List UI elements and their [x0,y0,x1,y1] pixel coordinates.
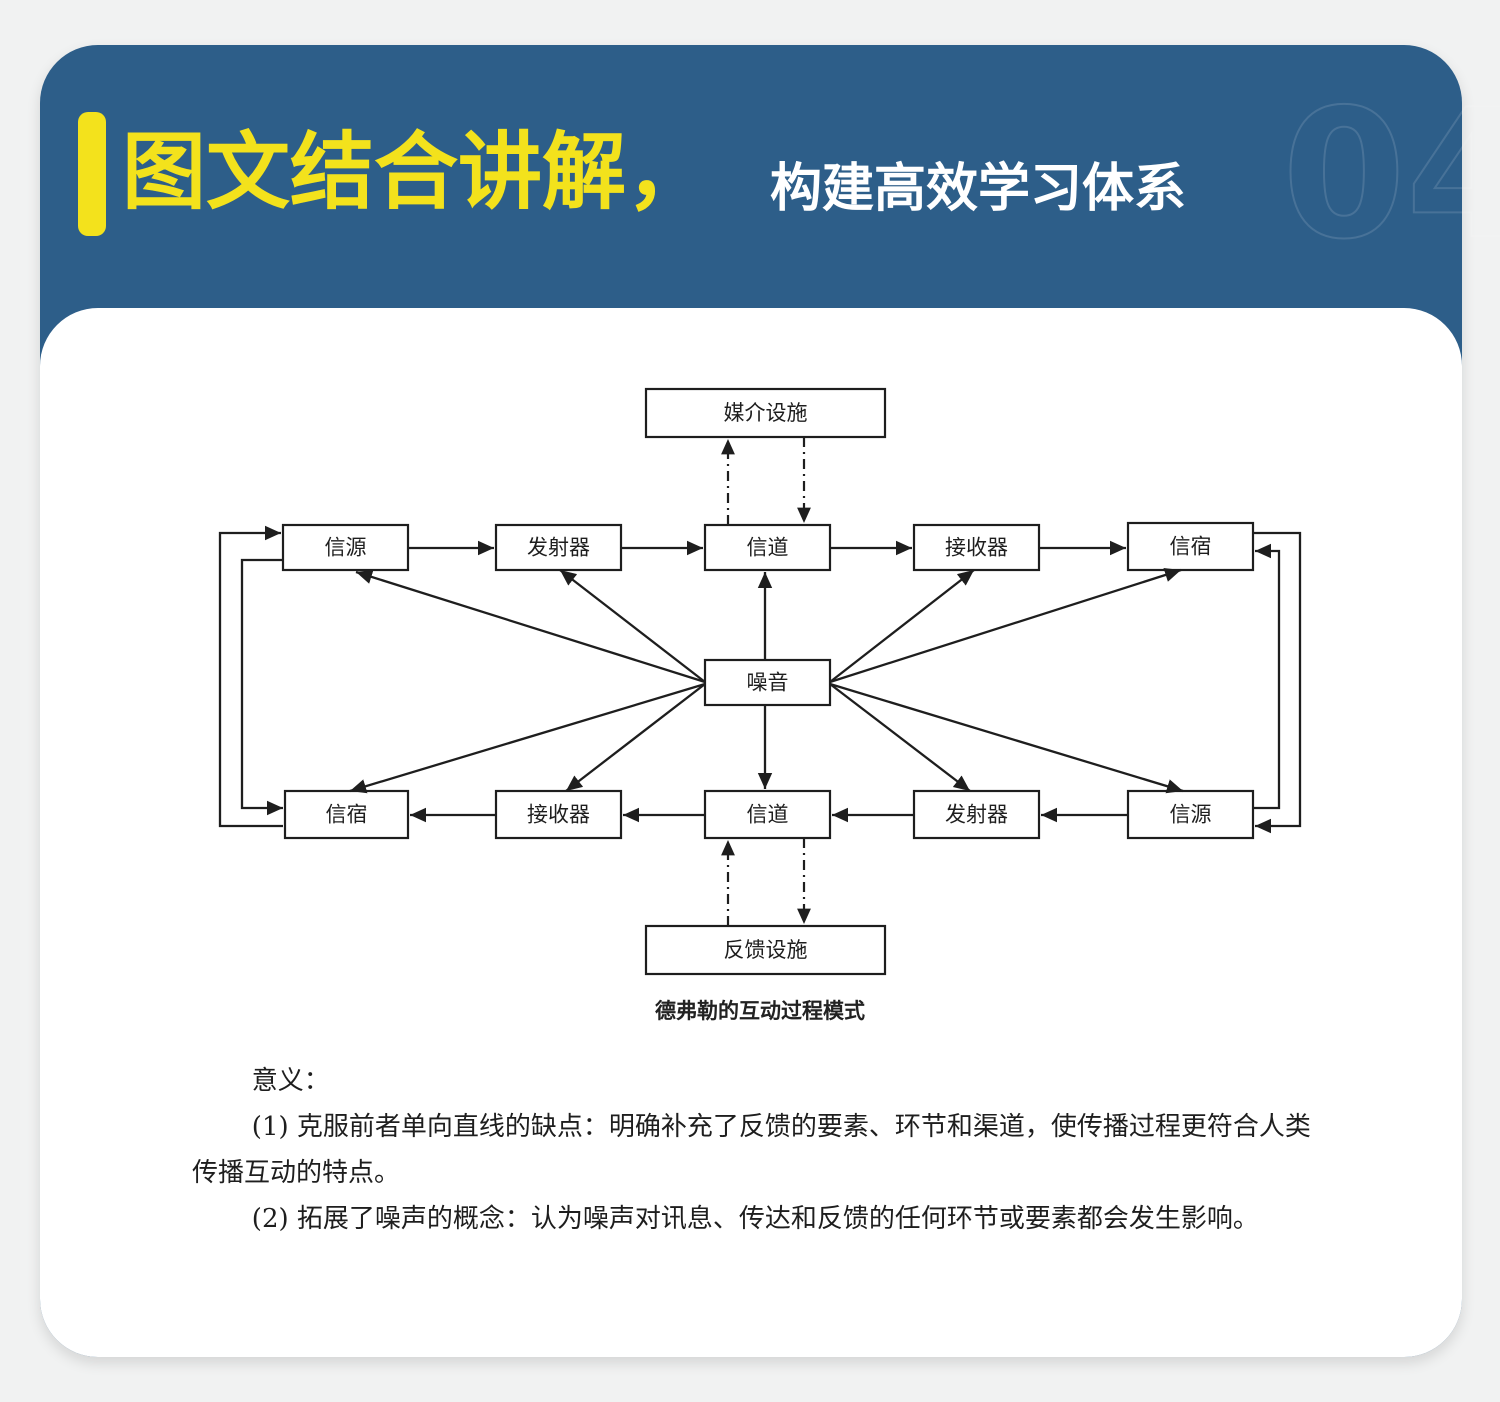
left-inner-loop [240,558,283,816]
meaning-heading: 意义： [251,1066,330,1096]
feedback-facility-box: 反馈设施 [644,924,887,976]
noise-to-top-source [355,569,706,684]
bottom-source-box: 信源 [1126,789,1255,840]
top-source-box: 信源 [281,523,410,572]
section-number-watermark: 04 [1281,71,1500,278]
noise-to-bottom-source [829,682,1184,794]
noise-to-bottom-transmitter [829,683,971,792]
bottom-channel-label: 信道 [747,803,789,827]
meaning-point-2: (2) 拓展了噪声的概念：认为噪声对讯息、传达和反馈的任何环节或要素都会发生影响… [251,1204,1259,1234]
feedback-facility-label: 反馈设施 [724,938,808,962]
diagram-caption: 德弗勒的互动过程模式 [655,999,865,1023]
noise-to-top-destination [829,567,1182,684]
bottom-receiver-box: 接收器 [494,789,623,840]
bottom-transmitter-box: 发射器 [912,789,1041,840]
page-title: 图文结合讲解， [122,123,711,221]
meaning-point-1: (1) 克服前者单向直线的缺点：明确补充了反馈的要素、环节和渠道，使传播过程更符… [192,1112,1311,1188]
media-facility-box: 媒介设施 [644,387,887,439]
bottom-transmitter-label: 发射器 [945,803,1008,827]
top-source-label: 信源 [325,536,367,560]
top-channel-box: 信道 [703,523,832,572]
bottom-destination-box: 信宿 [283,789,410,840]
bottom-receiver-label: 接收器 [527,803,590,827]
noise-to-top-transmitter [559,569,706,683]
right-outer-loop [1253,531,1302,834]
top-transmitter-label: 发射器 [527,536,590,560]
top-destination-box: 信宿 [1126,521,1255,572]
meaning-section: 意义： (1) 克服前者单向直线的缺点：明确补充了反馈的要素、环节和渠道，使传播… [192,1058,1332,1242]
top-transmitter-box: 发射器 [494,523,623,572]
top-destination-label: 信宿 [1170,535,1212,559]
top-receiver-box: 接收器 [912,523,1041,572]
noise-to-top-receiver [829,569,975,683]
page-subtitle: 构建高效学习体系 [770,159,1187,219]
media-facility-label: 媒介设施 [724,401,808,425]
right-inner-loop [1253,543,1281,810]
bottom-source-label: 信源 [1170,803,1212,827]
noise-to-bottom-receiver [565,683,706,792]
noise-label: 噪音 [747,671,789,695]
bottom-channel-box: 信道 [703,789,832,840]
noise-box: 噪音 [703,658,832,707]
bottom-destination-label: 信宿 [326,803,368,827]
title-accent-bar [78,112,106,236]
left-outer-loop [218,525,283,828]
top-receiver-label: 接收器 [945,536,1008,560]
top-channel-label: 信道 [747,536,789,560]
noise-to-bottom-destination [349,682,706,794]
